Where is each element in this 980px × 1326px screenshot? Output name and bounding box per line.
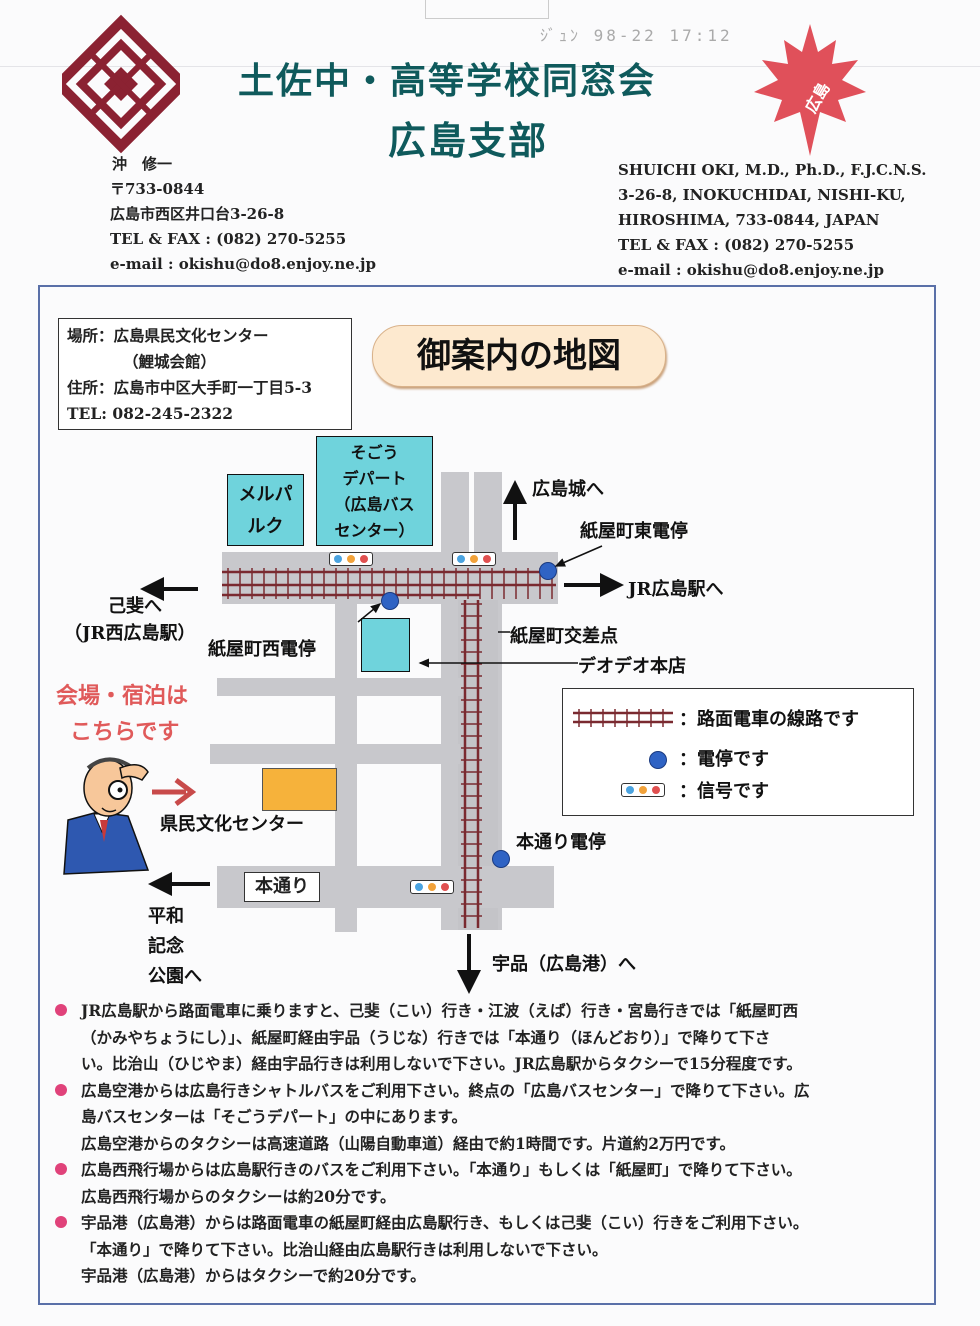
sogo-line2: デパート (342, 469, 407, 488)
stop-hondori (492, 850, 510, 868)
bullet-icon (55, 1163, 67, 1175)
directions-notes: JR広島駅から路面電車に乗りますと、己斐（こい）行き・江波（えば）行き・宮島行き… (55, 998, 925, 1290)
page-subtitle: 広島支部 (388, 119, 549, 163)
note-airport: 広島空港からは広島行きシャトルバスをご利用下さい。終点の「広島バスセンター」で降… (55, 1078, 925, 1158)
bullet-icon (55, 1083, 67, 1096)
sogo-line3: （広島バス (334, 495, 415, 514)
en-name: SHUICHI OKI, M.D., Ph.D., F.J.C.N.S. (618, 161, 927, 179)
label-east-stop: 紙屋町東電停 (580, 521, 688, 542)
sogo-line4: センター） (334, 521, 415, 540)
label-venue-line1: 会場・宿泊は (56, 683, 189, 709)
label-bunka-center: 県民文化センター (160, 814, 304, 835)
sogo-line1: そごう (350, 443, 399, 462)
label-castle: 広島城へ (532, 479, 604, 500)
note-line: 島バスセンターは「そごうデパート」の中にあります。 (81, 1107, 467, 1126)
map-frame (38, 285, 936, 1305)
label-venue-line2: こちらです (70, 719, 180, 745)
venue-info-box: 場所：広島県民文化センター （鯉城会館） 住所：広島市中区大手町一丁目5-3 T… (58, 318, 352, 430)
label-jr-station: JR広島駅へ (628, 579, 724, 600)
page-title: 土佐中・高等学校同窓会 (238, 61, 657, 102)
note-line: 広島空港からのタクシーは高速道路（山陽自動車道）経由で約1時間です。片道約2万円… (81, 1133, 735, 1153)
note-west-airport: 広島西飛行場からは広島駅行きのバスをご利用下さい。「本通り」もしくは「紙屋町」で… (55, 1157, 925, 1210)
jp-street: 広島市西区井口台3-26-8 (110, 205, 285, 223)
label-west-stop: 紙屋町西電停 (208, 639, 316, 660)
legend-stop-icon (649, 751, 667, 769)
venue-address: 住所：広島市中区大手町一丁目5-3 (67, 378, 313, 397)
en-street: 3-26-8, INOKUCHIDAI, NISHI-KU, (618, 186, 906, 204)
merpa-line1: メルパ (238, 484, 293, 505)
en-address: SHUICHI OKI, M.D., Ph.D., F.J.C.N.S. 3-2… (618, 158, 926, 283)
label-heiwa-3: 公園へ (148, 966, 202, 987)
label-hondori-box: 本通り (244, 872, 320, 902)
note-line: 広島空港からは広島行きシャトルバスをご利用下さい。終点の「広島バスセンター」で降… (81, 1080, 810, 1100)
note-line: 「本通り」で降りて下さい。比治山経由広島駅行きは利用しないで下さい。 (81, 1239, 608, 1259)
note-jr: JR広島駅から路面電車に乗りますと、己斐（こい）行き・江波（えば）行き・宮島行き… (55, 998, 925, 1078)
road-lower-horizontal (210, 744, 460, 764)
building-deodeo (361, 618, 410, 672)
label-heiwa-2: 記念 (148, 936, 184, 957)
note-line: 宇品港（広島港）からはタクシーで約20分です。 (81, 1266, 426, 1285)
venue-tel: TEL: 082-245-2322 (67, 404, 234, 423)
label-heiwa-1: 平和 (148, 906, 184, 927)
legend-track-icon (573, 709, 673, 727)
building-sogo: そごう デパート （広島バス センター） (316, 436, 433, 546)
note-line: 広島西飛行場からのタクシーは約20分です。 (81, 1186, 396, 1206)
pointer-east-stop (554, 545, 603, 567)
scan-mark (425, 0, 549, 19)
jp-tel: TEL & FAX : (082) 270-5255 (110, 230, 347, 248)
label-deodeo: デオデオ本店 (578, 656, 686, 677)
label-koi: 己斐へ (108, 596, 162, 617)
stop-east (539, 562, 557, 580)
fax-header: ｼﾞｭﾝ 98-22 17:12 (540, 26, 733, 45)
legend-signal-icon (621, 783, 665, 797)
bullet-icon (55, 1216, 67, 1228)
legend-track-label: ：路面電車の線路です (679, 709, 859, 730)
jp-address: 沖 修一 〒733-0844 広島市西区井口台3-26-8 TEL & FAX … (110, 152, 376, 277)
en-email: e-mail : okishu@do8.enjoy.ne.jp (618, 261, 884, 279)
label-ujina: 宇品（広島港）へ (492, 954, 636, 975)
road-north-right (474, 472, 502, 562)
stop-west (381, 592, 399, 610)
scan-mark-line (0, 66, 980, 67)
note-line: JR広島駅から路面電車に乗りますと、己斐（こい）行き・江波（えば）行き・宮島行き… (81, 1001, 799, 1020)
map-legend: ：路面電車の線路です ：電停です ：信号です (562, 688, 914, 816)
maple-leaf-logo (754, 24, 866, 156)
label-crossing: 紙屋町交差点 (510, 626, 618, 647)
label-jr-nishi: （JR西広島駅） (64, 623, 196, 644)
building-bunka-center (262, 768, 337, 811)
arrow-venue-icon (152, 778, 197, 806)
signal-sogo (329, 552, 373, 566)
school-crest-logo (62, 14, 180, 154)
bullet-icon (55, 1004, 67, 1016)
note-line: い。比治山（ひじやま）経由宇品行きは利用しないで下さい。JR広島駅からタクシーで… (81, 1054, 802, 1073)
note-line: （かみやちょうにし）」、紙屋町経由宇品（うじな）行きでは「本通り（ほんどおり）」… (81, 1027, 771, 1047)
note-line: 宇品港（広島港）からは路面電車の紙屋町経由広島駅行き、もしくは己斐（こい）行きを… (81, 1213, 809, 1232)
jp-email: e-mail : okishu@do8.enjoy.ne.jp (110, 255, 376, 273)
legend-signal-label: ：信号です (679, 781, 769, 802)
road-north-left (441, 472, 469, 562)
jp-name: 沖 修一 (112, 155, 173, 173)
map-banner: 御案内の地図 (372, 325, 666, 387)
venue-place-sub: （鯉城会館） (123, 352, 217, 371)
label-hondori-stop: 本通り電停 (516, 832, 606, 853)
legend-stop-label: ：電停です (679, 749, 769, 770)
merpa-line2: ルク (247, 516, 284, 537)
signal-hondori (410, 880, 454, 894)
venue-place: 場所：広島県民文化センター (67, 326, 269, 345)
building-merpa: メルパ ルク (227, 474, 304, 546)
guide-man-illustration (63, 757, 150, 875)
pointer-west-stop (357, 603, 382, 623)
jp-postal: 〒733-0844 (110, 180, 205, 198)
note-ujina-port: 宇品港（広島港）からは路面電車の紙屋町経由広島駅行き、もしくは己斐（こい）行きを… (55, 1210, 925, 1290)
note-line: 広島西飛行場からは広島駅行きのバスをご利用下さい。「本通り」もしくは「紙屋町」で… (81, 1160, 802, 1179)
en-city: HIROSHIMA, 733-0844, JAPAN (618, 211, 880, 229)
road-mid-horizontal (217, 678, 467, 696)
signal-crossing (452, 552, 496, 566)
en-tel: TEL & FAX : (082) 270-5255 (618, 236, 855, 254)
